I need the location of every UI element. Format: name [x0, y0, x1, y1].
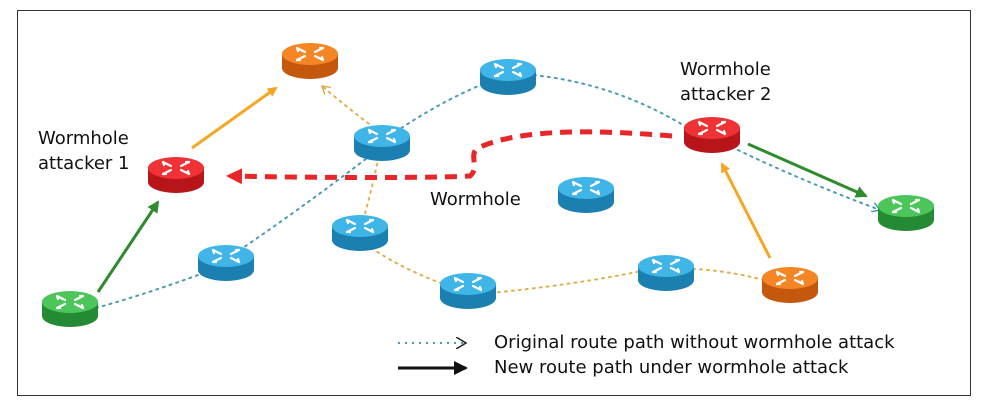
orange-arrow-attacker1: [191, 86, 278, 150]
diagram-frame: [17, 10, 971, 396]
router-blue-center: [352, 123, 412, 163]
orange-arrow-attacker2: [720, 162, 772, 259]
route-b5-to-b6: [469, 267, 656, 296]
router-blue-bottom-center: [438, 271, 498, 311]
router-blue-left: [196, 243, 256, 283]
router-red-attacker2: [682, 115, 742, 155]
route-b3-to-b4: [361, 149, 381, 225]
green-arrow-src-to-attacker1: [96, 200, 160, 293]
attacker2-label-line2: attacker 2: [680, 84, 772, 105]
attacker2-label-line1: Wormhole: [680, 59, 771, 80]
router-blue-lower-center: [330, 213, 390, 253]
legend-new-label: New route path under wormhole attack: [494, 357, 849, 378]
router-red-attacker1: [146, 155, 206, 195]
router-orange-bottom: [760, 265, 820, 305]
wormhole-tunnel: [226, 129, 673, 185]
route-b2-to-attacker2: [519, 73, 689, 129]
route-attacker2-to-dst: [737, 149, 880, 210]
router-blue-bottom-right: [636, 253, 696, 293]
wormhole-label: Wormhole: [430, 189, 521, 210]
attacker1-label-line1: Wormhole: [38, 128, 129, 149]
legend-original-label: Original route path without wormhole att…: [494, 332, 895, 353]
router-green-destination: [876, 193, 936, 233]
router-blue-top: [478, 57, 538, 97]
route-b3-to-orange-top: [322, 85, 381, 133]
router-green-source: [40, 289, 100, 329]
green-arrow-attacker2-to-dst: [747, 142, 868, 198]
attacker1-label-line2: attacker 1: [38, 153, 130, 174]
router-orange-top: [280, 41, 340, 81]
router-blue-middle: [556, 175, 616, 215]
